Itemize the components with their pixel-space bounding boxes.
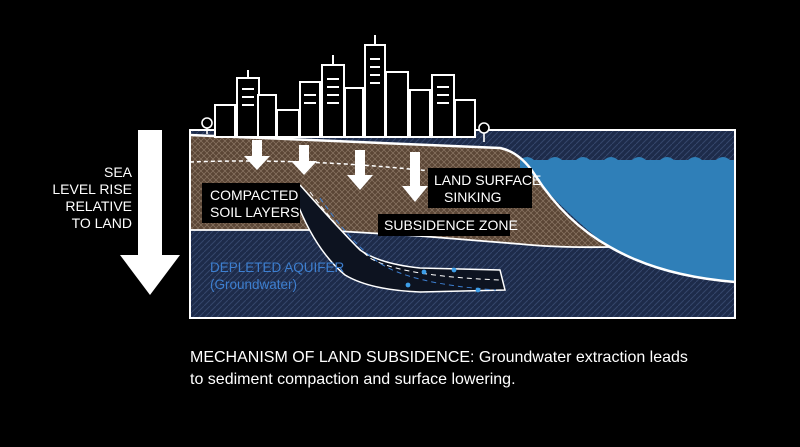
sea-level-label-line: SEA: [104, 164, 133, 180]
sea-water: [520, 160, 735, 282]
sinking-arrows: [244, 140, 428, 202]
sea-level-label-line: LEVEL RISE: [52, 181, 132, 197]
sea-level-rise-arrow: [120, 130, 180, 295]
land-surface-label-line: SINKING: [444, 189, 502, 205]
extraction-channel: [295, 184, 506, 293]
sea-level-label-line: RELATIVE: [65, 198, 132, 214]
sea-waves: [520, 157, 735, 170]
sea-level-label-line: TO LAND: [72, 215, 132, 231]
caption-line-2: to sediment compaction and surface lower…: [190, 371, 516, 388]
sea-level-rise-label: SEA LEVEL RISE RELATIVE TO LAND: [52, 164, 132, 231]
subsidence-zone-label: SUBSIDENCE ZONE: [384, 217, 518, 233]
compacted-label-line: COMPACTED: [210, 187, 298, 203]
caption-line-1: MECHANISM OF LAND SUBSIDENCE: Groundwate…: [190, 349, 688, 366]
city-skyline: [214, 35, 476, 138]
down-arrow-icon: [291, 145, 317, 175]
figure-caption: MECHANISM OF LAND SUBSIDENCE: Groundwate…: [190, 347, 750, 391]
compacted-label-line: SOIL LAYERS: [210, 204, 299, 220]
trees: [201, 117, 490, 142]
down-arrow-icon: [402, 152, 428, 202]
label-compacted: COMPACTED SOIL LAYERS: [202, 183, 300, 223]
label-land-surface: LAND SURFACE SINKING: [428, 168, 541, 208]
land-surface-line: [190, 133, 735, 284]
land-surface-label-line: LAND SURFACE: [434, 172, 541, 188]
down-arrow-icon: [347, 150, 373, 190]
down-arrow-icon: [244, 140, 270, 170]
city-windows: [242, 58, 449, 106]
label-aquifer: DEPLETED AQUIFER (Groundwater): [210, 260, 345, 292]
aquifer-boundary: [190, 229, 611, 249]
label-subsidence-zone: SUBSIDENCE ZONE: [378, 214, 518, 236]
aquifer-sublabel: (Groundwater): [210, 277, 297, 292]
aquifer-label: DEPLETED AQUIFER: [210, 260, 345, 275]
